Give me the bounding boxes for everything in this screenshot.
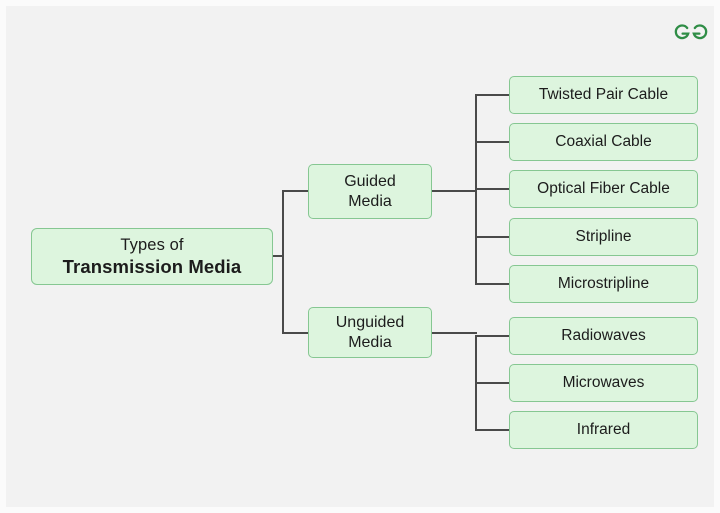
node-leaf-infrared[interactable]: Infrared — [509, 411, 698, 449]
node-leaf-optical-fiber-cable[interactable]: Optical Fiber Cable — [509, 170, 698, 208]
node-leaf-label: Twisted Pair Cable — [538, 85, 669, 103]
node-leaf-label: Coaxial Cable — [555, 132, 652, 150]
node-guided-media-line1: Guided — [344, 172, 396, 190]
node-leaf-label: Stripline — [575, 227, 632, 245]
node-root[interactable]: Types of Transmission Media — [31, 228, 273, 285]
node-root-line1: Types of — [120, 235, 184, 254]
node-leaf-stripline[interactable]: Stripline — [509, 218, 698, 256]
node-leaf-label: Microstripline — [557, 274, 650, 292]
node-leaf-microwaves[interactable]: Microwaves — [509, 364, 698, 402]
node-leaf-microstripline[interactable]: Microstripline — [509, 265, 698, 303]
node-leaf-label: Infrared — [576, 420, 631, 438]
node-leaf-twisted-pair-cable[interactable]: Twisted Pair Cable — [509, 76, 698, 114]
node-leaf-label: Optical Fiber Cable — [537, 179, 670, 197]
node-unguided-media-line1: Unguided — [335, 313, 405, 331]
node-unguided-media[interactable]: Unguided Media — [308, 307, 432, 358]
node-guided-media[interactable]: Guided Media — [308, 164, 432, 219]
node-root-line2: Transmission Media — [62, 255, 242, 277]
node-leaf-radiowaves[interactable]: Radiowaves — [509, 317, 698, 355]
node-unguided-media-line2: Media — [348, 333, 392, 351]
geeksforgeeks-logo-icon — [674, 24, 708, 40]
node-guided-media-line2: Media — [348, 192, 392, 210]
node-leaf-label: Microwaves — [562, 373, 645, 391]
node-leaf-coaxial-cable[interactable]: Coaxial Cable — [509, 123, 698, 161]
node-leaf-label: Radiowaves — [561, 326, 646, 344]
